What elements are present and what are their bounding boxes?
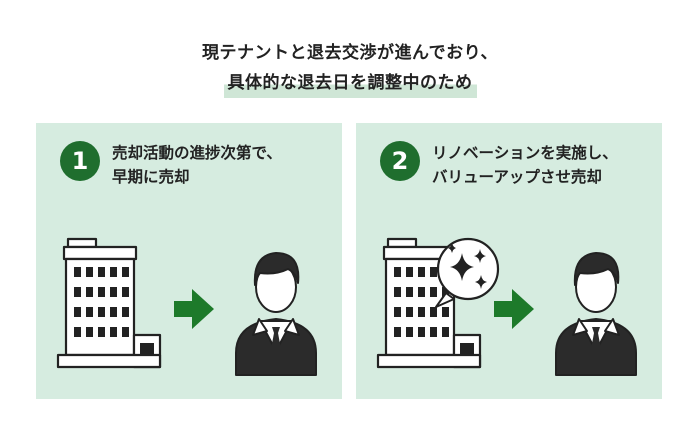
building-icon xyxy=(56,237,162,369)
headline-line2: 具体的な退去日を調整中のため xyxy=(223,68,477,98)
building-icon xyxy=(376,237,482,369)
panel-1-line1: 売却活動の進捗次第で、 xyxy=(112,144,282,162)
option-panel-1: 1 売却活動の進捗次第で、 早期に売却 xyxy=(36,123,342,399)
panel-2-line1: リノベーションを実施し、 xyxy=(432,144,618,162)
arrow-right-icon xyxy=(494,289,534,329)
panel-1-text: 売却活動の進捗次第で、 早期に売却 xyxy=(112,141,282,189)
number-badge-1: 1 xyxy=(60,141,100,181)
panel-2-text: リノベーションを実施し、 バリューアップさせ売却 xyxy=(432,141,618,189)
headline-line1: 現テナントと退去交渉が進んでおり、 xyxy=(202,43,498,63)
panel-2-illustration xyxy=(376,237,637,376)
businessman-icon xyxy=(555,252,637,376)
panel-2-line2: バリューアップさせ売却 xyxy=(432,168,602,186)
panel-1-illustration xyxy=(56,237,317,376)
sparkle-icon xyxy=(435,237,500,308)
headline: 現テナントと退去交渉が進んでおり、 具体的な退去日を調整中のため xyxy=(0,38,700,98)
number-badge-2: 2 xyxy=(380,141,420,181)
arrow-right-icon xyxy=(174,289,214,329)
panel-1-line2: 早期に売却 xyxy=(112,168,190,186)
option-panel-2: 2 リノベーションを実施し、 バリューアップさせ売却 xyxy=(356,123,662,399)
businessman-icon xyxy=(235,252,317,376)
